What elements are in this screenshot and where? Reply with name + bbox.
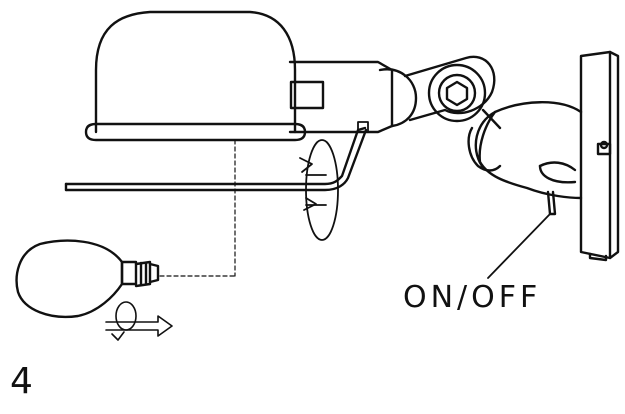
lamp-shade [84, 10, 307, 142]
wall-bracket [579, 50, 620, 262]
on-off-label: ON/OFF [403, 280, 542, 315]
screw-in-arrow-icon [105, 301, 173, 341]
alignment-guide [159, 139, 236, 277]
step-number: 4 [10, 361, 33, 402]
rotate-arrows-icon [299, 139, 339, 241]
shade-neck [288, 60, 394, 134]
wire-guard [64, 121, 369, 192]
switch-lever [487, 190, 557, 279]
light-bulb [15, 239, 160, 319]
arm-joint [378, 55, 502, 130]
lamp-base [467, 101, 583, 200]
